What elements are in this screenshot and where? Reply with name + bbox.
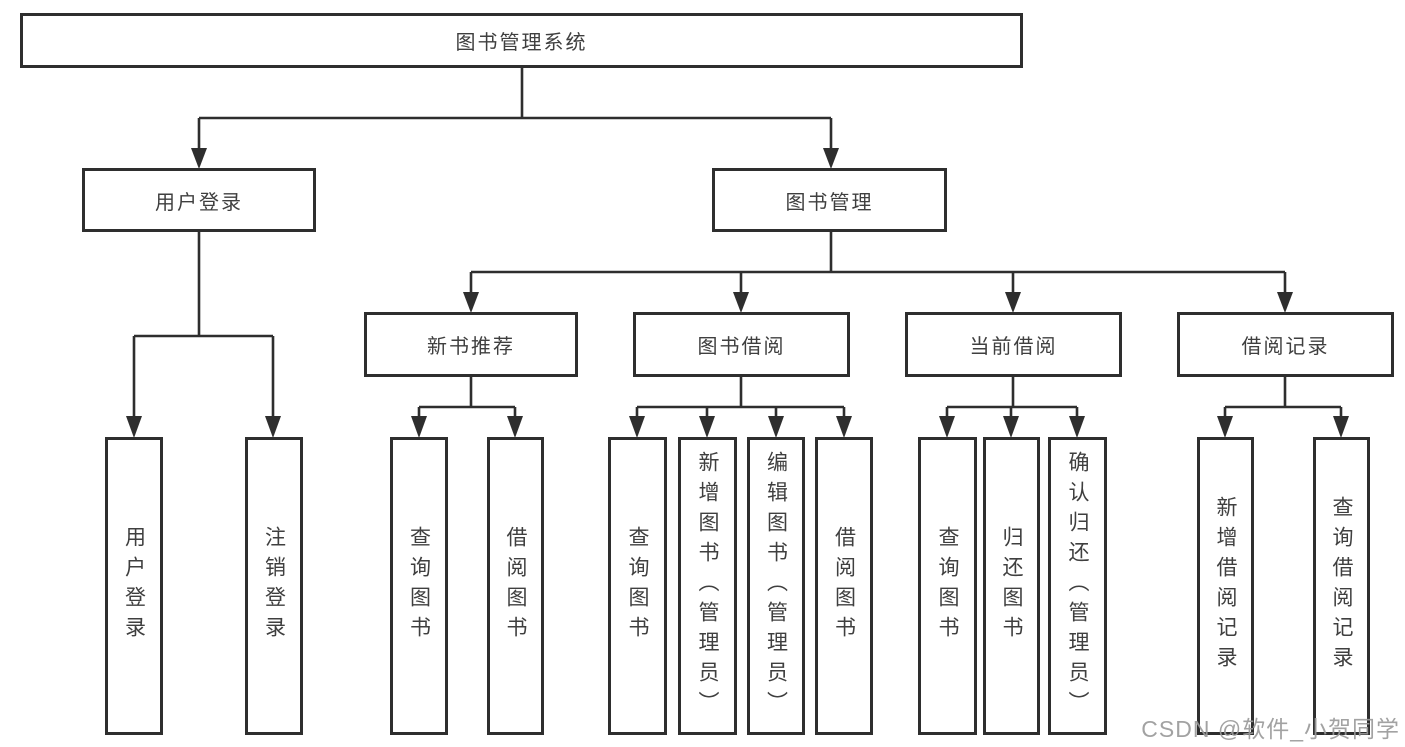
node-book-borrowing: 图书借阅 [633, 312, 850, 377]
leaf-edit-book-admin: 编辑图书（管理员） [747, 437, 805, 735]
node-new-book-recommend: 新书推荐 [364, 312, 578, 377]
leaf-logout: 注销登录 [245, 437, 303, 735]
node-root: 图书管理系统 [20, 13, 1023, 68]
node-book-management: 图书管理 [712, 168, 947, 232]
leaf-return-books: 归还图书 [983, 437, 1040, 735]
leaf-query-borrow-record: 查询借阅记录 [1313, 437, 1370, 735]
leaf-query-books-borrowing: 查询图书 [608, 437, 667, 735]
leaf-query-books-current: 查询图书 [918, 437, 977, 735]
leaf-query-books-recommend: 查询图书 [390, 437, 448, 735]
arrowheads [126, 148, 1349, 438]
leaf-user-login: 用户登录 [105, 437, 163, 735]
leaf-confirm-return-admin: 确认归还（管理员） [1048, 437, 1107, 735]
leaf-borrow-books-recommend: 借阅图书 [487, 437, 544, 735]
leaf-add-borrow-record: 新增借阅记录 [1197, 437, 1254, 735]
node-user-login: 用户登录 [82, 168, 316, 232]
leaf-borrow-books-borrowing: 借阅图书 [815, 437, 873, 735]
node-borrowing-records: 借阅记录 [1177, 312, 1394, 377]
node-current-borrowing: 当前借阅 [905, 312, 1122, 377]
leaf-add-book-admin: 新增图书（管理员） [678, 437, 737, 735]
